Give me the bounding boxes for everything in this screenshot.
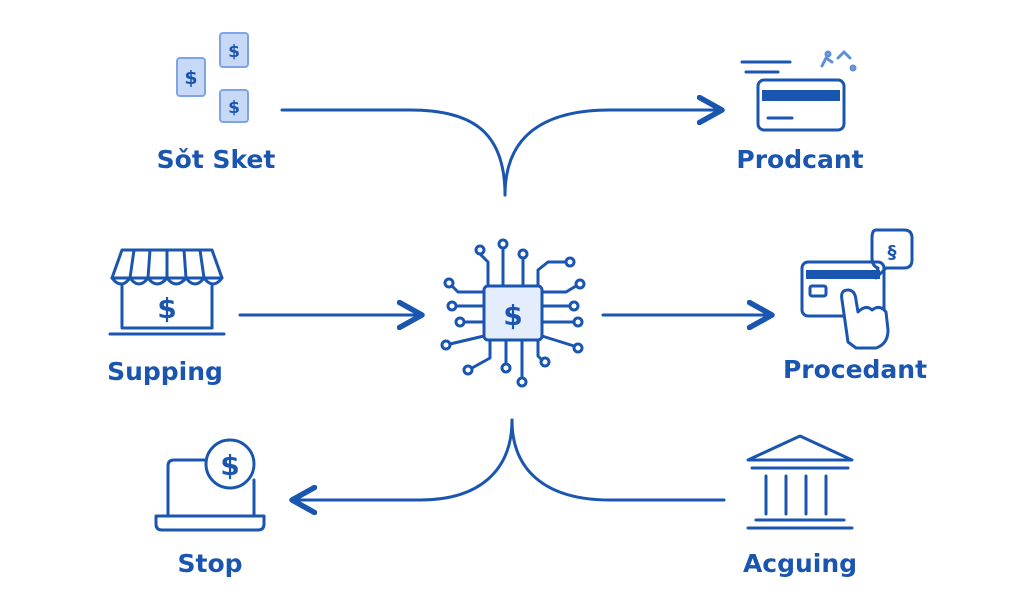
node-bottom-left: $ Stop [154, 438, 266, 578]
pad [516, 376, 528, 388]
store-body [120, 284, 214, 330]
pad [500, 362, 512, 374]
node-mid-right: § Procedant [783, 228, 927, 384]
card-chip [808, 284, 828, 298]
awning-stripes [128, 248, 206, 280]
dollar-sign: $ [157, 292, 176, 325]
sparkle-stroke [820, 56, 834, 68]
sparkle-dot [824, 50, 832, 58]
hand-shape [840, 288, 890, 350]
connector-bottom-from-right [510, 418, 726, 502]
node-label-bottom-right: Acguing [743, 549, 857, 578]
connector-bottom-from-center [292, 418, 514, 500]
chip-core [482, 284, 544, 342]
dollar-sign: $ [228, 98, 240, 118]
pad [572, 316, 584, 328]
pad [497, 238, 509, 250]
dollar-sign: $ [228, 42, 240, 62]
node-center: $ [440, 238, 586, 388]
trace [536, 260, 568, 288]
laptop-dollar-icon [154, 438, 266, 532]
pad [574, 278, 586, 290]
circuit-traces [448, 246, 578, 380]
trace [540, 284, 578, 294]
circuit-pads [440, 238, 586, 388]
pad [443, 277, 455, 289]
trace [478, 252, 490, 288]
trace [450, 284, 486, 294]
card-stripe [806, 270, 880, 279]
pad [446, 300, 458, 312]
node-top-right: Prodcant [736, 50, 864, 174]
chip-dollar-sign: $ [503, 299, 522, 332]
node-label-mid-left: Supping [107, 357, 223, 386]
bank-roof [746, 434, 854, 462]
pad [572, 342, 584, 354]
sparkle-stroke [836, 50, 852, 60]
speech-bubble-icon [870, 228, 914, 280]
pad [517, 248, 529, 260]
pad [564, 256, 576, 268]
credit-card-icon [740, 60, 846, 132]
pad [474, 244, 486, 256]
bank-building-icon [746, 434, 854, 530]
trace [540, 334, 576, 348]
node-label-mid-right: Procedant [783, 355, 927, 384]
dollar-sign: $ [220, 449, 239, 482]
sparkle-dot [849, 64, 857, 72]
pad [568, 300, 580, 312]
bill-shape [176, 57, 206, 97]
stacked-dollar-bills-icon: $ $ $ [176, 32, 249, 123]
laptop-screen-left [166, 458, 206, 518]
bill-shape [219, 32, 249, 68]
trace [448, 334, 486, 346]
node-mid-left: $ Supping [107, 248, 226, 386]
connector-top-left-in [280, 108, 507, 197]
node-label-top-left: Sǒt Sket [157, 145, 276, 174]
trace [470, 338, 492, 370]
storefront-icon [108, 248, 226, 336]
node-top-left: $ $ $ Sǒt Sket [157, 32, 276, 174]
awning-scallop [110, 276, 224, 286]
node-bottom-right: Acguing [743, 434, 857, 578]
node-label-top-right: Prodcant [736, 145, 863, 174]
dollar-sign: $ [184, 67, 197, 89]
pad [440, 339, 452, 351]
pad [539, 356, 551, 368]
connector-top-right-out [503, 110, 722, 197]
card-outline [756, 78, 846, 132]
pad [462, 364, 474, 376]
section-symbol: § [888, 242, 897, 263]
card-payment-hand-icon: § [800, 228, 914, 350]
connectors [238, 108, 772, 502]
pad [454, 316, 466, 328]
trace [536, 338, 544, 362]
card-with-hand [800, 260, 890, 350]
bill-shape [219, 89, 249, 123]
laptop-base [154, 514, 266, 532]
card-stripe [762, 90, 840, 101]
coin [204, 438, 256, 490]
bubble-outline [870, 228, 914, 280]
processor-chip-dollar-icon: $ [440, 238, 586, 388]
sparkle-icon [820, 50, 857, 72]
node-label-bottom-left: Stop [177, 549, 242, 578]
